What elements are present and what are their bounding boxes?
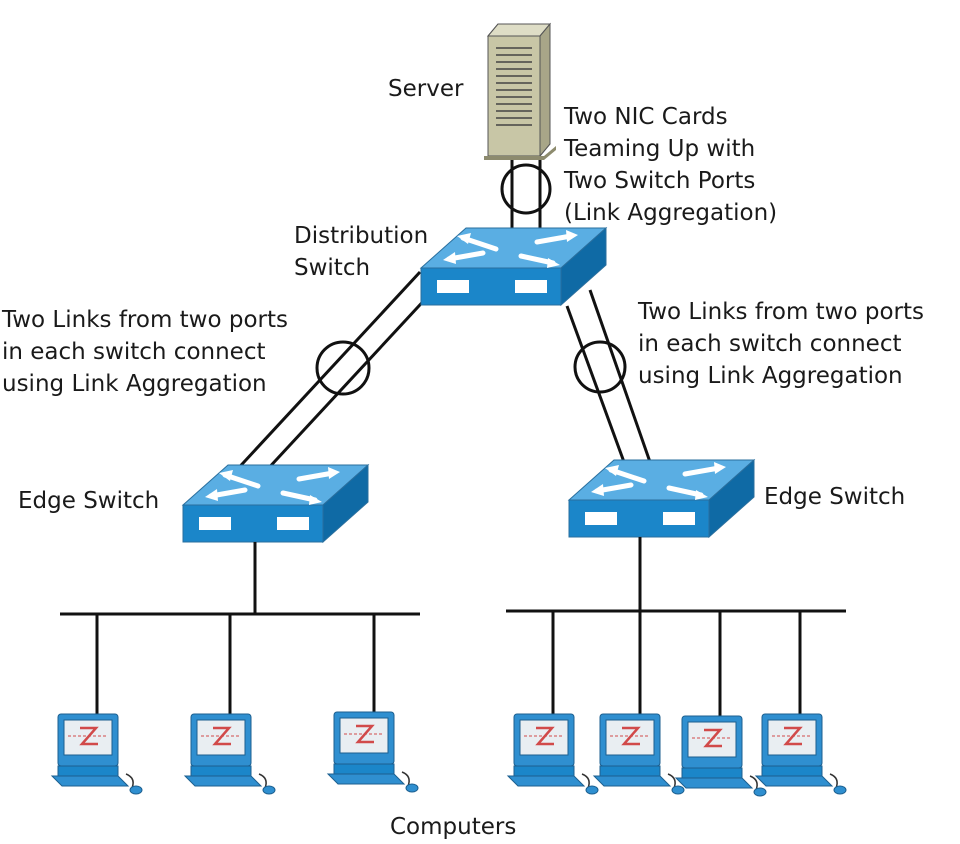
computer-7 xyxy=(754,712,848,796)
edge-switch-left xyxy=(183,465,368,542)
server-aggregation-ring xyxy=(500,163,552,215)
right-note-line-3: using Link Aggregation xyxy=(638,363,903,389)
left-lan-bus xyxy=(60,542,420,714)
left-aggregation-ring xyxy=(315,340,371,396)
computer-2 xyxy=(183,712,277,796)
distribution-switch xyxy=(421,228,606,305)
computers-label: Computers xyxy=(390,814,517,840)
computer-6 xyxy=(674,714,768,798)
computer-3 xyxy=(326,710,420,794)
right-note-line-1: Two Links from two ports xyxy=(638,299,925,325)
nic-teaming-note: Two NIC Cards Teaming Up with Two Switch… xyxy=(564,101,777,229)
distribution-label-line-2: Switch xyxy=(294,255,371,281)
nic-note-line-2: Teaming Up with xyxy=(564,136,756,162)
computer-1 xyxy=(50,712,144,796)
server-label: Server xyxy=(388,76,464,102)
right-lan-bus xyxy=(506,537,846,716)
server-links xyxy=(510,160,542,234)
computer-4 xyxy=(506,712,600,796)
right-aggregation-ring xyxy=(573,340,627,394)
edge-switch-right xyxy=(569,460,754,537)
distribution-switch-label: Distribution Switch xyxy=(294,220,428,284)
left-links-note: Two Links from two ports in each switch … xyxy=(2,304,288,400)
left-note-line-1: Two Links from two ports xyxy=(2,307,289,333)
left-aggregated-links xyxy=(230,270,432,488)
nic-note-line-1: Two NIC Cards xyxy=(564,104,728,130)
distribution-label-line-1: Distribution xyxy=(294,223,429,249)
left-note-line-3: using Link Aggregation xyxy=(2,371,267,397)
server xyxy=(484,22,556,160)
right-aggregated-links xyxy=(565,289,652,463)
left-note-line-2: in each switch connect xyxy=(2,339,266,365)
computer-5 xyxy=(592,712,686,796)
right-note-line-2: in each switch connect xyxy=(638,331,902,357)
edge-switch-left-label: Edge Switch xyxy=(18,488,160,514)
edge-switch-right-label: Edge Switch xyxy=(764,484,906,510)
nic-note-line-4: (Link Aggregation) xyxy=(564,200,778,226)
right-links-note: Two Links from two ports in each switch … xyxy=(638,296,924,392)
nic-note-line-3: Two Switch Ports xyxy=(564,168,756,194)
